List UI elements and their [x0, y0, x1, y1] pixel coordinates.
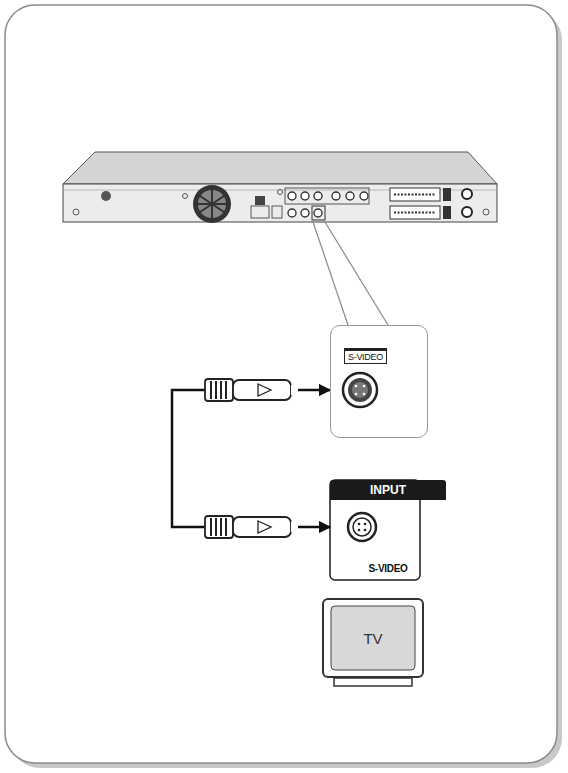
svideo-plug [205, 379, 291, 401]
jack-label: S-VIDEO [344, 348, 387, 364]
panel-header: INPUT [330, 480, 446, 500]
svideo-plug [205, 516, 291, 538]
input-panel: INPUT S-VIDEO [330, 480, 446, 580]
callout-box: S-VIDEO [330, 325, 428, 438]
tv-set: TV [322, 598, 424, 678]
svideo-cable [172, 390, 330, 527]
device-label: TV [363, 630, 382, 647]
jack-label: S-VIDEO [330, 563, 446, 580]
